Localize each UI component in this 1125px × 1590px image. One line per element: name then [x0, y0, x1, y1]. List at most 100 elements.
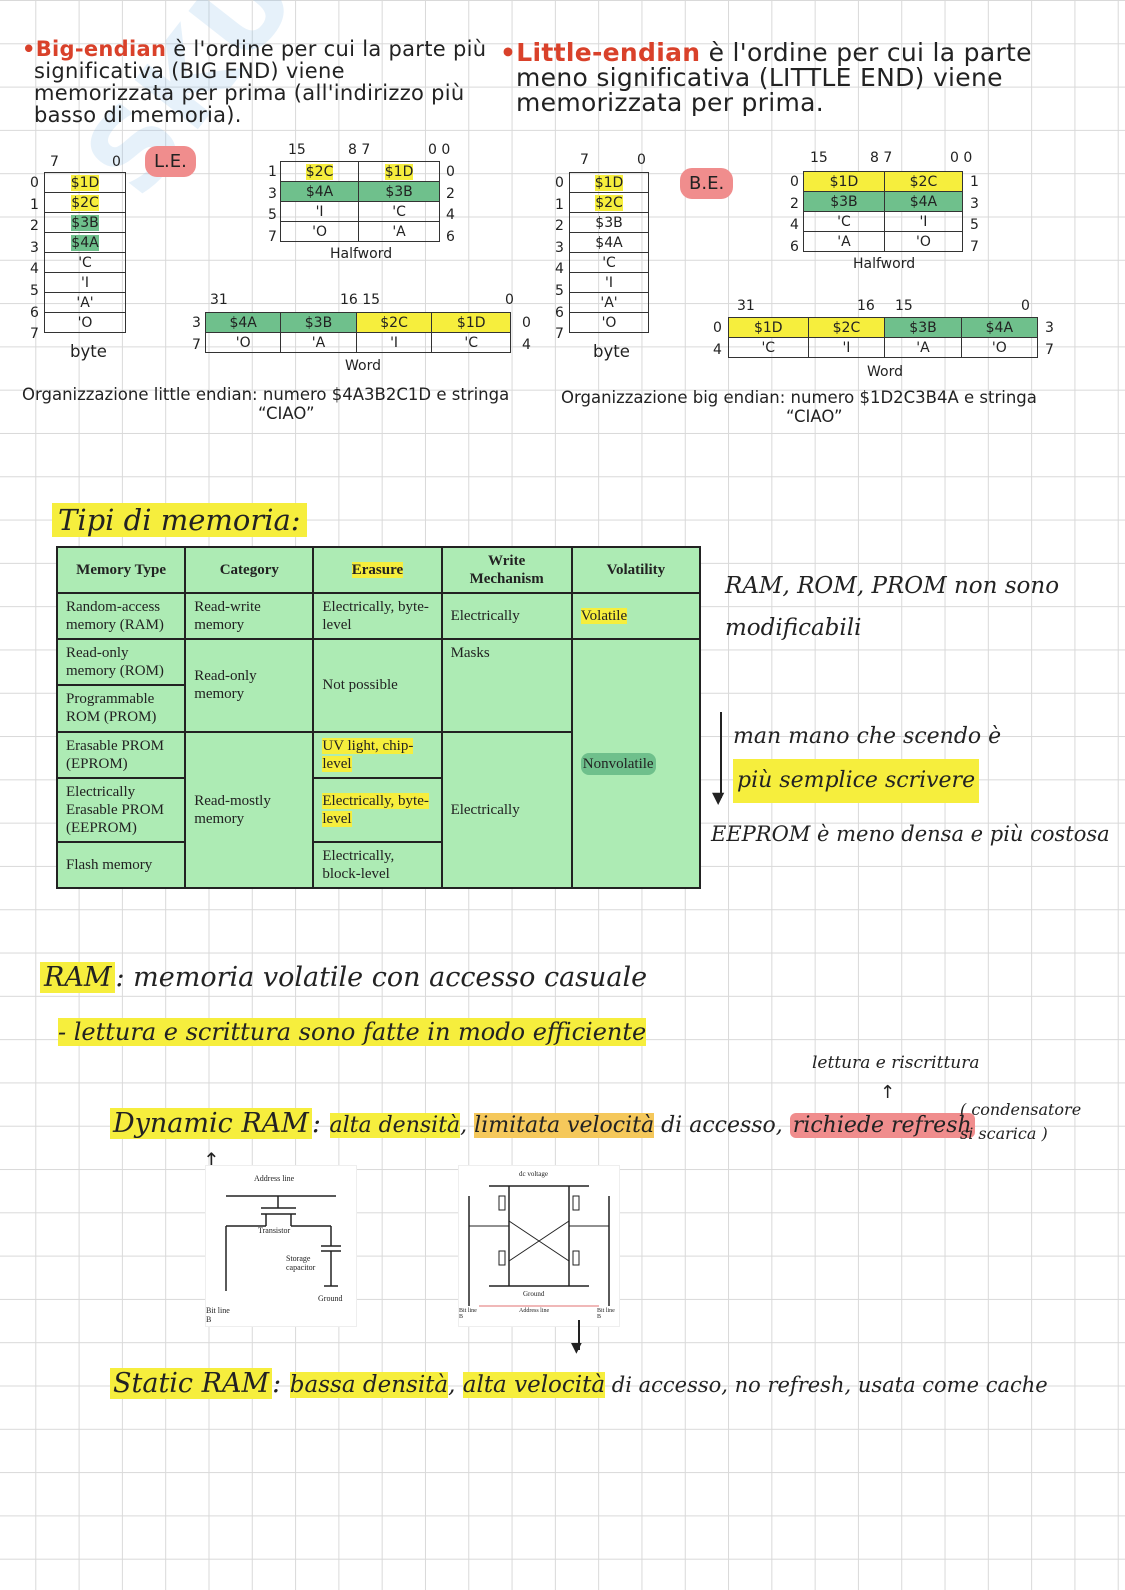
le-tag: L.E.: [145, 146, 196, 177]
static-ram-line: Static RAM: bassa densità, alta velocità…: [110, 1368, 1048, 1399]
erasure-cell: UV light, chip-level: [312, 730, 443, 779]
word-cell: $4A: [960, 317, 1039, 338]
byte-caption: byte: [70, 342, 107, 361]
half-cell: 'C: [803, 211, 885, 232]
up-arrow-icon: ↑: [880, 1082, 896, 1103]
erasure-cell: Electrically, byte-level: [312, 776, 443, 843]
dram-bitline-label: Bit line B: [206, 1306, 230, 1324]
type-ram: Random-access memory (RAM): [55, 592, 187, 641]
bit-label: 16: [857, 298, 875, 314]
bit-label: 15: [810, 150, 828, 166]
bit-label: 0 0: [428, 142, 451, 158]
sram-ground-label: Ground: [523, 1290, 545, 1298]
header-write-mechanism: Write Mechanism: [440, 545, 573, 595]
word-cell: $2C: [355, 312, 433, 333]
byte-cell: $1D: [569, 172, 649, 193]
half-cell: $2C: [279, 161, 360, 182]
be-caption: Organizzazione big endian: numero $1D2C3…: [561, 388, 1037, 426]
sram-bitline2-label: Bit line B: [597, 1308, 615, 1320]
halfword-caption: Halfword: [330, 246, 393, 262]
byte-cell: 'I: [44, 272, 126, 293]
half-cell: $1D: [803, 171, 885, 192]
half-cell: $4A: [279, 181, 360, 202]
be-tag: B.E.: [680, 168, 734, 199]
byte-cell: $2C: [569, 192, 649, 213]
byte-cell: 'C: [569, 252, 649, 273]
little-endian-line: meno significativa (LITTLE END) viene: [516, 63, 1003, 92]
byte-cell: $3B: [44, 212, 126, 233]
reread-note: lettura e riscrittura: [812, 1053, 980, 1073]
volatility-volatile: Volatile: [570, 592, 702, 641]
byte-cell: 'I: [569, 272, 649, 293]
bit-label: 7: [580, 152, 589, 168]
half-cell: 'A: [803, 231, 885, 252]
word-cell: 'I: [807, 337, 886, 358]
volatility-nonvolatile: Nonvolatile: [570, 638, 702, 889]
byte-cell: $4A: [569, 232, 649, 253]
bit-label: 0: [1021, 298, 1030, 314]
word-cell: $2C: [807, 317, 886, 338]
half-cell: $1D: [358, 161, 440, 182]
word-cell: 'I: [355, 332, 433, 353]
write-cell: Electrically: [440, 592, 573, 641]
little-endian-definition: •Little-endian è l'ordine per cui la par…: [500, 40, 1100, 115]
memory-type-table: Memory Type Category Erasure Write Mecha…: [55, 545, 702, 890]
half-cell: $3B: [803, 191, 885, 212]
word-cell: 'A: [280, 332, 357, 353]
ram-definition: RAM: memoria volatile con accesso casual…: [40, 962, 647, 993]
byte-table: $1D $2C $3B $4A 'C 'I 'A' 'O: [569, 172, 649, 333]
bit-label: 0: [637, 152, 646, 168]
half-cell: 'O: [883, 231, 964, 252]
halfword-table: $2C$1D $4A$3B 'I'C 'O'A: [279, 161, 440, 242]
little-endian-line: memorizzata per prima.: [516, 88, 825, 117]
write-cell: Masks: [440, 638, 573, 733]
big-endian-line: basso di memoria).: [34, 103, 242, 127]
capacitor-note: ( condensatore si scarica ): [960, 1100, 1082, 1143]
sram-voltage-label: dc voltage: [519, 1170, 548, 1178]
byte-cell: $4A: [44, 232, 126, 253]
sram-cell-diagram: dc voltage Ground Bit line B Address lin…: [458, 1165, 620, 1327]
down-arrow-line: [578, 1320, 580, 1350]
type-prom: Programmable ROM (PROM): [55, 684, 187, 733]
half-cell: $2C: [883, 171, 964, 192]
bit-label: 8 7: [870, 150, 893, 166]
erasure-cell: Electrically, block-level: [312, 840, 443, 890]
note-eeprom: EEPROM è meno densa e più costosa: [711, 822, 1110, 846]
big-endian-definition: •Big-endian è l'ordine per cui la parte …: [22, 38, 492, 126]
memory-types-heading: Tipi di memoria:: [52, 503, 307, 537]
byte-cell: $2C: [44, 192, 126, 213]
half-cell: 'A: [358, 221, 440, 242]
little-endian-text: è l'ordine per cui la parte: [700, 38, 1032, 67]
word-cell: 'O: [204, 332, 282, 353]
byte-cell: 'A': [44, 292, 126, 313]
word-cell: 'C: [728, 337, 809, 358]
sram-address-label: Address line: [519, 1308, 550, 1314]
bit-label: 16 15: [340, 292, 381, 308]
dram-address-label: Address line: [254, 1174, 295, 1183]
erasure-cell: Not possible: [312, 638, 443, 733]
erasure-cell: Electrically, byte-level: [312, 592, 443, 641]
dram-ground-label: Ground: [318, 1294, 343, 1303]
word-cell: $3B: [884, 317, 962, 338]
type-eeprom: Electrically Erasable PROM (EEPROM): [55, 776, 187, 843]
byte-table: $1D $2C $3B $4A 'C 'I 'A' 'O: [44, 172, 126, 333]
sram-bitline-label: Bit line B: [459, 1308, 477, 1320]
bit-label: 7: [50, 154, 59, 170]
half-cell: 'C: [358, 201, 440, 222]
down-arrow-icon: ▼: [712, 788, 725, 807]
word-cell: $1D: [431, 312, 511, 333]
bit-label: 15: [895, 298, 913, 314]
category-ro: Read-only memory: [184, 638, 315, 733]
half-cell: $3B: [358, 181, 440, 202]
big-endian-term: •Big-endian: [22, 37, 167, 61]
